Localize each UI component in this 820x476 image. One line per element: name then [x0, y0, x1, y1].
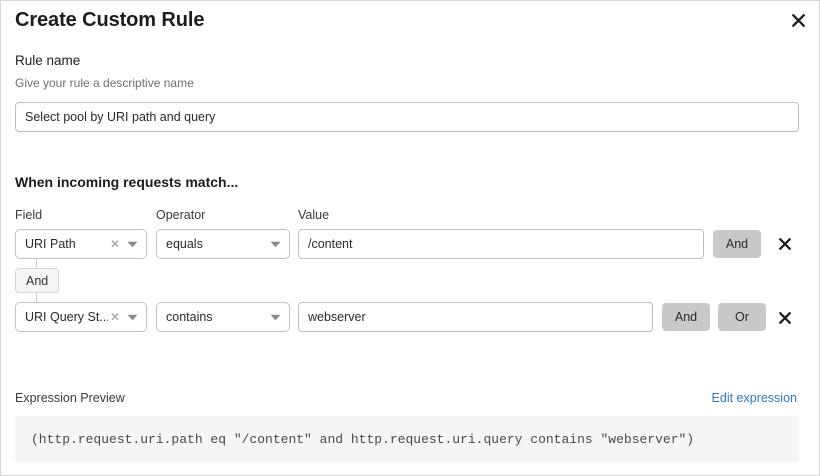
- operator-select-value-row-2: contains: [166, 310, 213, 324]
- remove-condition-row-1[interactable]: [774, 233, 796, 255]
- connector-line-bottom: [36, 293, 37, 303]
- operator-select-value-row-1: equals: [166, 237, 203, 251]
- value-input-row-2[interactable]: [298, 302, 653, 332]
- operator-select-row-2[interactable]: contains: [156, 302, 290, 332]
- expression-preview-code: (http.request.uri.path eq "/content" and…: [15, 416, 799, 462]
- chevron-down-icon: [267, 236, 283, 252]
- match-section-heading: When incoming requests match...: [15, 174, 239, 190]
- edit-expression-link[interactable]: Edit expression: [711, 391, 797, 405]
- clear-icon[interactable]: ✕: [109, 310, 121, 324]
- column-label-field: Field: [15, 208, 43, 222]
- chevron-down-icon: [124, 309, 140, 325]
- group-connector-and-badge[interactable]: And: [15, 268, 60, 293]
- column-label-value: Value: [298, 208, 330, 222]
- connector-line-top: [36, 259, 37, 269]
- chevron-down-icon: [124, 236, 140, 252]
- rule-name-help: Give your rule a descriptive name: [15, 76, 194, 90]
- rule-name-label: Rule name: [15, 53, 81, 68]
- rule-name-input[interactable]: [15, 102, 799, 132]
- or-button-row-2[interactable]: Or: [718, 303, 766, 331]
- field-select-value-row-1: URI Path: [25, 237, 76, 251]
- operator-select-row-1[interactable]: equals: [156, 229, 290, 259]
- remove-condition-row-2[interactable]: [774, 307, 796, 329]
- modal-title: Create Custom Rule: [15, 9, 205, 31]
- and-button-row-2[interactable]: And: [662, 303, 710, 331]
- value-input-row-1[interactable]: [298, 229, 704, 259]
- chevron-down-icon: [267, 309, 283, 325]
- field-select-row-1[interactable]: URI Path ✕: [15, 229, 147, 259]
- close-icon[interactable]: [785, 7, 811, 33]
- field-select-row-2[interactable]: URI Query St... ✕: [15, 302, 147, 332]
- and-button-row-1[interactable]: And: [713, 230, 761, 258]
- column-label-operator: Operator: [156, 208, 206, 222]
- clear-icon[interactable]: ✕: [109, 237, 121, 251]
- expression-preview-label: Expression Preview: [15, 391, 125, 405]
- field-select-value-row-2: URI Query St...: [25, 310, 108, 324]
